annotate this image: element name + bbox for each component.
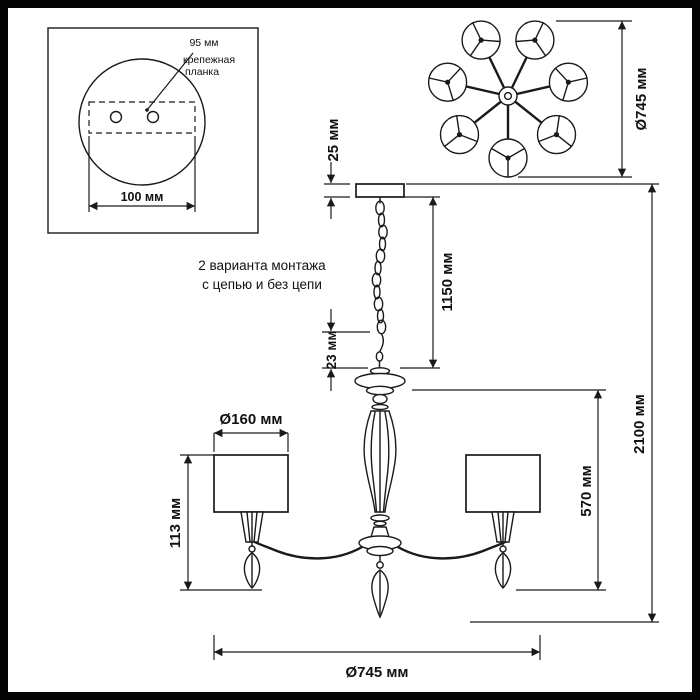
dim-745bot-label: Ø745 мм [345,664,408,681]
left-arm [251,539,364,560]
dim-100-label: 100 мм [121,190,164,204]
ceiling-plate-circle [78,58,206,186]
center-hub-lower [366,545,394,557]
bracket-hole-left [109,110,123,124]
elevation-view: 2 варианта монтажа с цепью и без цепи 25… [167,118,659,681]
top-view: Ø745 мм [427,20,650,178]
bracket-leader-line [146,52,194,111]
dim-745top-label: Ø745 мм [633,67,650,130]
right-lampshade [465,454,541,513]
canopy-lower-ring [365,385,395,396]
glass-vase-ribs [370,410,390,513]
left-tassel-link [248,545,256,553]
center-tassel-link [376,561,384,569]
ceiling-plate [355,183,405,198]
column-ring [371,403,389,411]
top-view-shade [548,62,589,102]
dim-25-label: 25 мм [325,118,342,161]
bracket-leader-dot [145,108,149,112]
hook-loop [375,351,384,362]
dim-570-label: 570 мм [578,465,595,516]
top-view-shade [536,114,577,155]
bracket-hole-right [146,110,160,124]
column-bead [372,393,388,405]
dim-2100-label: 2100 мм [631,394,648,454]
left-lampshade [213,454,289,513]
column-lower-ring1 [370,514,390,522]
mounting-note-line1: 2 варианта монтажа [198,258,326,273]
dim-95-label: 95 мм [189,37,218,49]
mounting-bracket-dashed [88,101,196,134]
right-candle-ribs [497,511,509,543]
bracket-label-line1: крепежная [183,54,235,66]
bracket-label-line2: планка [185,66,219,78]
top-view-shade [427,62,468,102]
top-view-shade [461,20,501,60]
column-lower-ring2 [373,520,387,527]
dim-113-label: 113 мм [167,498,184,549]
chain-hook [379,333,385,352]
dim-160-label: Ø160 мм [219,411,282,428]
right-tassel-link [499,545,507,553]
top-view-shade [488,138,528,178]
dim-1150-label: 1150 мм [439,253,456,312]
left-candle-ribs [246,511,258,543]
mounting-note-line2: с цепью и без цепи [202,277,322,292]
right-arm [396,539,509,560]
dim-23-label: 23 мм [324,331,339,370]
hanging-chain [371,200,388,335]
top-view-hub-inner [503,91,513,101]
mounting-plate-detail: 95 мм крепежная планка 100 мм [47,27,259,234]
top-view-shade [439,114,480,155]
top-view-shade [515,20,555,60]
